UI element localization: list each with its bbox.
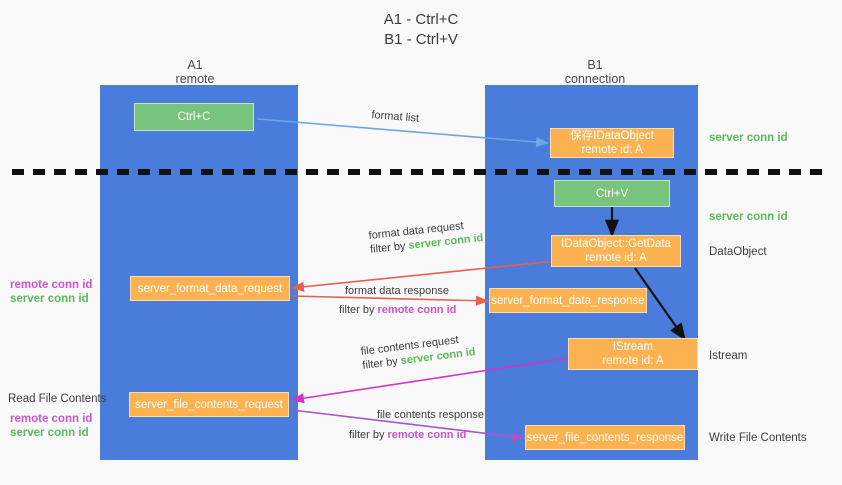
node-istream-line1: IStream bbox=[612, 341, 654, 353]
annotation-istream: Istream bbox=[709, 350, 748, 362]
node-save-dataobject[interactable]: 保存IDataObject remote id: A bbox=[550, 128, 674, 158]
lane-header-a1: A1 remote bbox=[130, 58, 260, 86]
title-line-2: B1 - Ctrl+V bbox=[384, 31, 458, 48]
annotation-remote-conn-id-2: remote conn id bbox=[10, 413, 93, 425]
annotation-server-conn-id-2: server conn id bbox=[10, 427, 89, 439]
annotation-remote-conn-id-1: remote conn id bbox=[10, 279, 93, 291]
node-ctrl-c[interactable]: Ctrl+C bbox=[134, 103, 254, 131]
node-ctrl-c-label: Ctrl+C bbox=[177, 111, 211, 123]
edge-label-format-data-response: format data response filter by remote co… bbox=[339, 284, 456, 317]
annotation-dataobject: DataObject bbox=[709, 246, 767, 258]
edge-label-format-data-response-filter: filter by remote conn id bbox=[339, 303, 456, 317]
annotation-server-conn-id-mid: server conn id bbox=[709, 211, 788, 223]
node-server-format-data-request[interactable]: server_format_data_request bbox=[130, 276, 290, 301]
node-istream-line2: remote id: A bbox=[602, 355, 664, 367]
node-server-file-contents-request[interactable]: server_file_contents_request bbox=[129, 392, 289, 417]
node-server-format-data-request-label: server_format_data_request bbox=[137, 282, 283, 295]
annotation-server-conn-id-top: server conn id bbox=[709, 132, 788, 144]
edge-label-file-contents-response-filter: filter by remote conn id bbox=[349, 428, 484, 442]
node-istream[interactable]: IStream remote id: A bbox=[568, 338, 698, 370]
annotation-read-file-contents: Read File Contents bbox=[8, 393, 107, 405]
filter-prefix: filter by bbox=[361, 355, 402, 372]
filter-prefix: filter by bbox=[369, 239, 410, 256]
lane-a1-name: A1 bbox=[187, 58, 203, 72]
lane-a1-sub: remote bbox=[175, 72, 215, 86]
filter-key-remote-conn-id: remote conn id bbox=[377, 304, 457, 316]
edge-label-file-contents-response: file contents response filter by remote … bbox=[349, 408, 485, 442]
lane-b1-sub: connection bbox=[564, 72, 626, 86]
node-server-format-data-response-label: server_format_data_response bbox=[491, 294, 645, 307]
filter-prefix: filter by bbox=[339, 304, 378, 316]
lane-header-b1: B1 connection bbox=[530, 58, 660, 86]
node-server-file-contents-request-label: server_file_contents_request bbox=[135, 398, 283, 411]
edge-label-file-contents-response-text: file contents response bbox=[377, 409, 485, 421]
title-line-1: A1 - Ctrl+C bbox=[383, 11, 459, 28]
edge-label-format-list: format list bbox=[371, 108, 420, 126]
node-save-dataobject-line2: remote id: A bbox=[581, 144, 643, 156]
node-ctrl-v[interactable]: Ctrl+V bbox=[554, 180, 670, 207]
edge-label-format-list-text: format list bbox=[370, 108, 420, 125]
edge-label-file-contents-request: file contents request filter by server c… bbox=[360, 331, 476, 373]
lane-b1-name: B1 bbox=[587, 58, 603, 72]
node-getdata-line1: IDataObject::GetData bbox=[561, 238, 671, 250]
edge-label-format-data-request: format data request filter by server con… bbox=[368, 217, 484, 257]
annotation-server-conn-id-1: server conn id bbox=[10, 293, 89, 305]
edge-label-format-data-response-text: format data response bbox=[345, 285, 449, 297]
node-save-dataobject-line1: 保存IDataObject bbox=[570, 130, 654, 142]
node-server-file-contents-response[interactable]: server_file_contents_response bbox=[525, 425, 685, 450]
node-ctrl-v-label: Ctrl+V bbox=[595, 187, 629, 200]
filter-prefix: filter by bbox=[349, 429, 388, 441]
diagram-title: A1 - Ctrl+C B1 - Ctrl+V bbox=[0, 10, 842, 50]
node-getdata[interactable]: IDataObject::GetData remote id: A bbox=[551, 235, 681, 267]
filter-key-remote-conn-id: remote conn id bbox=[387, 429, 467, 441]
node-server-file-contents-response-label: server_file_contents_response bbox=[526, 431, 684, 444]
node-getdata-line2: remote id: A bbox=[585, 252, 647, 264]
node-server-format-data-response[interactable]: server_format_data_response bbox=[489, 288, 647, 313]
annotation-write-file-contents: Write File Contents bbox=[709, 432, 807, 444]
